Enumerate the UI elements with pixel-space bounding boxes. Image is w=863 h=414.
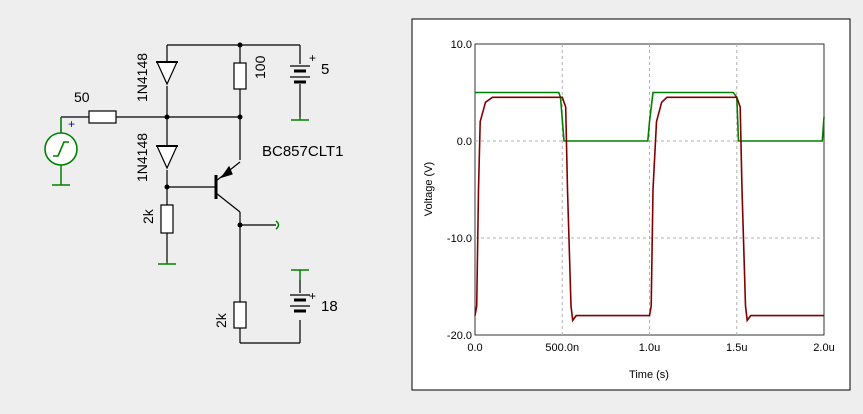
y-tick-label: 0.0 (457, 136, 472, 148)
battery-5v (290, 65, 310, 84)
junction-dot (164, 184, 170, 190)
transistor-pnp (214, 161, 241, 213)
battery-top-plus: + (309, 51, 316, 65)
transistor-label: BC857CLT1 (262, 143, 343, 160)
pulse-source (44, 117, 78, 166)
junction-dot (164, 114, 170, 120)
battery-bottom-plus: + (309, 289, 316, 303)
x-tick-label: 500.0n (545, 342, 579, 354)
ground-symbol (52, 165, 70, 186)
resistor-collector-label: 2k (213, 312, 229, 328)
source-resistor-label: 50 (74, 89, 90, 105)
battery-18v (290, 294, 310, 313)
battery-top-value: 5 (321, 61, 329, 78)
y-tick-label: -20.0 (447, 330, 472, 342)
ticks: 0.0 500.0n 1.0u 1.5u 2.0u 10.0 0.0 -10.0 -20.0 (447, 39, 835, 354)
series-group (474, 91, 825, 323)
series-line-1 (475, 91, 825, 142)
output-terminal (275, 220, 280, 230)
source-plus-label: + (68, 117, 75, 131)
y-tick-label: 10.0 (451, 39, 472, 51)
resistor-base-label: 2k (140, 208, 156, 224)
junction-dot (237, 42, 243, 48)
x-tick-label: 2.0u (813, 342, 834, 354)
resistor-collector-2k (233, 301, 247, 329)
diode-top-label: 1N4148 (134, 53, 150, 102)
y-axis-label: Voltage (V) (423, 162, 435, 216)
resistor-50 (88, 110, 117, 124)
ground-symbol (291, 269, 309, 280)
ground-symbol (158, 262, 176, 265)
x-tick-label: 0.0 (467, 342, 482, 354)
y-tick-label: -10.0 (447, 233, 472, 245)
plot-panel (411, 18, 851, 391)
resistor-100 (233, 62, 247, 90)
x-axis-label: Time (s) (629, 369, 669, 381)
battery-bottom-value: 18 (321, 298, 338, 315)
resistor-base-2k (160, 204, 174, 234)
diode-bottom (156, 145, 178, 170)
diode-top (156, 61, 178, 86)
ground-symbol (291, 117, 309, 121)
series-line-2 (474, 96, 824, 323)
x-tick-label: 1.5u (726, 342, 747, 354)
x-tick-label: 1.0u (639, 342, 660, 354)
junction-dot (237, 114, 243, 120)
diode-bottom-label: 1N4148 (134, 133, 150, 182)
junction-dot (237, 222, 243, 228)
resistor-100-label: 100 (252, 55, 268, 79)
